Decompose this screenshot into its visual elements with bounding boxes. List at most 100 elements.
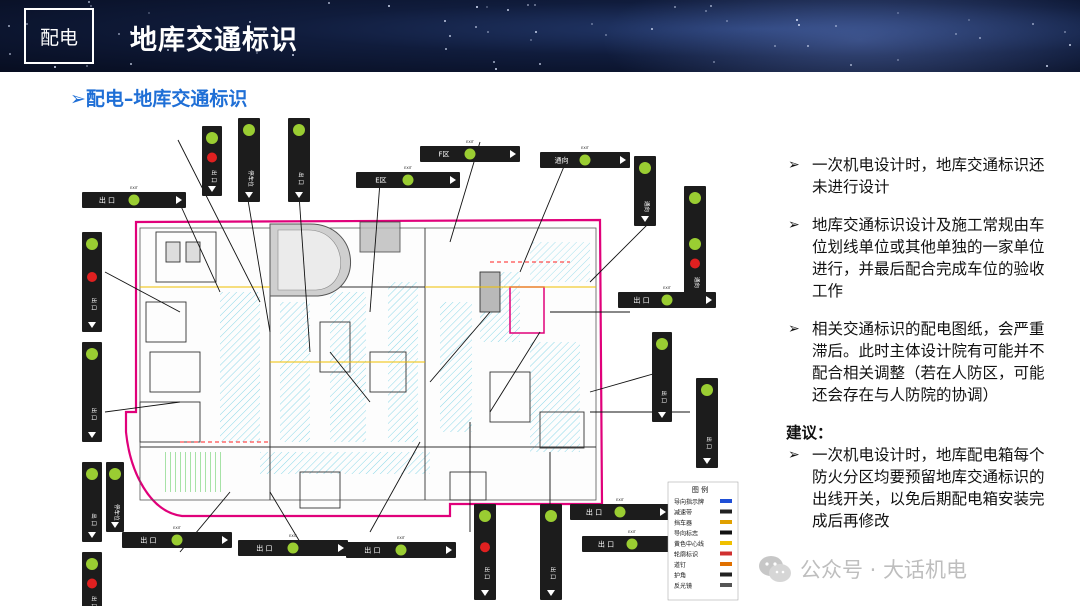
sign-text: 出 口 bbox=[586, 508, 602, 517]
sign-no-entry-disc bbox=[690, 258, 700, 269]
arrow-down-icon bbox=[658, 412, 666, 418]
arrow-right-icon bbox=[510, 150, 516, 158]
star-dot bbox=[967, 18, 970, 21]
legend-item-label: 导向指示牌 bbox=[674, 498, 704, 506]
star-dot bbox=[443, 19, 446, 22]
vertical-traffic-sign: 出 口 bbox=[82, 342, 102, 442]
arrow-down-icon bbox=[547, 590, 555, 596]
sign-green-disc bbox=[639, 162, 651, 174]
star-dot bbox=[535, 30, 538, 33]
sign-no-entry-disc bbox=[480, 542, 490, 553]
star-dot bbox=[495, 67, 498, 70]
star-dot bbox=[725, 19, 728, 22]
sign-text: 通向 bbox=[693, 277, 701, 288]
sign-panel bbox=[238, 118, 260, 202]
vertical-traffic-sign: 出 口 bbox=[696, 378, 718, 468]
legend-swatch bbox=[720, 520, 732, 524]
page-title: 地库交通标识 bbox=[130, 25, 298, 56]
sign-text: 停车位 bbox=[113, 504, 121, 521]
internal-walls bbox=[139, 221, 596, 509]
legend-item-label: 导向标志 bbox=[674, 530, 698, 538]
star-dot bbox=[232, 27, 235, 30]
star-dot bbox=[1069, 44, 1072, 47]
sign-caption: EXIT bbox=[397, 536, 406, 540]
star-dot bbox=[1031, 22, 1034, 25]
star-dot bbox=[705, 9, 708, 12]
star-dot bbox=[7, 25, 10, 28]
sign-panel bbox=[82, 342, 102, 442]
sign-no-entry-disc bbox=[87, 578, 97, 589]
legend-swatch bbox=[720, 583, 732, 587]
sign-green-disc bbox=[614, 506, 626, 518]
lane-markings bbox=[140, 261, 596, 443]
vertical-traffic-sign: 出 口 bbox=[82, 232, 102, 332]
sign-green-disc bbox=[243, 124, 255, 136]
section-title: ➢配电–地库交通标识 bbox=[70, 88, 248, 110]
sign-text: 出 口 bbox=[90, 513, 98, 526]
legend-swatch bbox=[720, 562, 732, 566]
sign-green-disc bbox=[402, 174, 414, 186]
sign-panel bbox=[652, 332, 672, 422]
advice-text: 一次机电设计时，地库配电箱每个防火分区均要预留地库交通标识的出线开关，以免后期配… bbox=[812, 446, 1045, 530]
star-dot bbox=[605, 34, 608, 37]
sign-green-disc bbox=[86, 468, 98, 480]
note-text: 相关交通标识的配电图纸，会严重滞后。此时主体设计院有可能并不配合相关调整（若在人… bbox=[812, 320, 1045, 404]
arrow-down-icon bbox=[245, 192, 253, 198]
star-dot bbox=[897, 59, 900, 62]
star-dot bbox=[26, 22, 29, 25]
sign-caption: EXIT bbox=[173, 526, 182, 530]
sign-caption: EXIT bbox=[616, 498, 625, 502]
vertical-traffic-sign: 出 口 bbox=[202, 126, 222, 196]
arrow-right-icon bbox=[620, 156, 626, 164]
sign-green-disc bbox=[128, 194, 140, 206]
parking-bays bbox=[162, 242, 590, 492]
header-banner: 配电 地库交通标识 bbox=[0, 0, 1080, 72]
sign-green-disc bbox=[171, 534, 183, 546]
legend-item-label: 轮廓标识 bbox=[674, 551, 698, 559]
legend-item-label: 减速带 bbox=[674, 509, 692, 517]
legend-swatch bbox=[720, 509, 732, 514]
note-text: 一次机电设计时，地库交通标识还未进行设计 bbox=[812, 156, 1045, 196]
star-dot bbox=[89, 4, 92, 7]
sign-green-disc bbox=[661, 294, 673, 306]
legend-swatch bbox=[720, 572, 732, 577]
sign-green-disc bbox=[626, 538, 638, 550]
star-dot bbox=[54, 65, 57, 68]
notes-panel: ➢ 一次机电设计时，地库交通标识还未进行设计 ➢ 地库交通标识设计及施工常规由车… bbox=[786, 154, 1046, 548]
star-dot bbox=[850, 64, 853, 67]
arrow-down-icon bbox=[703, 458, 711, 464]
arrow-down-icon bbox=[111, 522, 119, 528]
wechat-icon bbox=[759, 556, 791, 582]
star-dot bbox=[796, 18, 799, 21]
sign-panel bbox=[634, 156, 656, 226]
sign-green-disc bbox=[86, 558, 98, 570]
sign-caption: EXIT bbox=[404, 166, 413, 170]
sign-no-entry-disc bbox=[87, 272, 97, 282]
sign-panel bbox=[82, 462, 102, 542]
star-dot bbox=[476, 6, 479, 9]
star-dot bbox=[590, 23, 593, 26]
arrow-right-icon bbox=[176, 196, 182, 204]
sign-green-disc bbox=[86, 238, 98, 250]
sign-text: E区 bbox=[375, 177, 386, 185]
watermark: 公众号 · 大话机电 bbox=[758, 552, 967, 586]
star-dot bbox=[204, 29, 207, 32]
note-text: 地库交通标识设计及施工常规由车位划线单位或其他单独的一家单位进行，并最后配合完成… bbox=[812, 216, 1045, 300]
arrow-down-icon bbox=[481, 590, 489, 596]
vertical-traffic-sign: 停车位 bbox=[106, 462, 124, 532]
advice-label: 建议： bbox=[786, 424, 833, 442]
sign-text: 出 口 bbox=[99, 196, 115, 205]
sign-green-disc bbox=[395, 544, 407, 556]
sign-panel bbox=[540, 504, 562, 600]
sign-caption: EXIT bbox=[289, 534, 298, 538]
arrow-down-icon bbox=[88, 432, 96, 438]
star-dot bbox=[474, 26, 477, 29]
star-dot bbox=[129, 62, 132, 65]
star-dot bbox=[651, 28, 654, 31]
vertical-traffic-sign: 出 口 bbox=[474, 504, 496, 600]
